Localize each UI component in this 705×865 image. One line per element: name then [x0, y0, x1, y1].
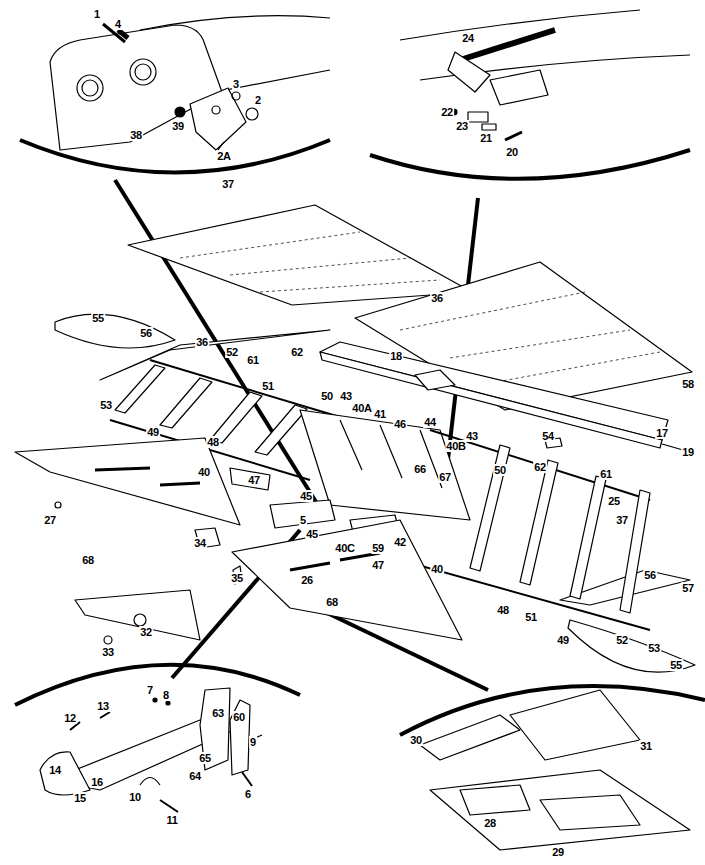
callout-number: 55: [669, 659, 683, 671]
callout-number: 41: [373, 408, 387, 420]
callout-number: 16: [90, 776, 104, 788]
callout-number: 2A: [216, 150, 231, 162]
callout-number: 29: [551, 846, 565, 858]
callout-number: 20: [505, 146, 519, 158]
callout-number: 52: [225, 346, 239, 358]
callout-number: 38: [129, 129, 143, 141]
callout-number: 32: [139, 626, 153, 638]
callout-number: 35: [230, 572, 244, 584]
callout-number: 52: [615, 634, 629, 646]
callout-number: 45: [305, 528, 319, 540]
callout-number: 60: [232, 711, 246, 723]
callout-number: 40A: [351, 402, 372, 414]
callout-number: 11: [165, 814, 178, 826]
callout-number: 53: [99, 399, 113, 411]
callout-number: 40: [430, 563, 444, 575]
callout-number: 51: [524, 611, 538, 623]
callout-number: 48: [496, 604, 510, 616]
callout-number: 63: [211, 707, 225, 719]
callout-number: 47: [371, 559, 385, 571]
callout-number: 7: [146, 684, 154, 696]
callout-number: 12: [63, 712, 77, 724]
callout-number: 21: [479, 132, 493, 144]
callout-number: 27: [43, 514, 57, 526]
callout-number: 67: [438, 471, 452, 483]
callout-number: 50: [493, 464, 507, 476]
callout-number: 40: [197, 466, 211, 478]
inset-attach-fitting: [15, 665, 300, 812]
callout-number: 44: [423, 416, 437, 428]
callout-number: 51: [261, 380, 275, 392]
callout-number: 62: [290, 346, 304, 358]
callout-number: 6: [244, 788, 252, 800]
callout-number: 9: [249, 736, 257, 748]
callout-number: 42: [393, 536, 407, 548]
callout-number: 10: [128, 791, 142, 803]
callout-number: 39: [171, 120, 185, 132]
callout-number: 19: [681, 446, 695, 458]
callout-number: 31: [639, 740, 653, 752]
callout-number: 33: [101, 646, 115, 658]
callout-number: 25: [607, 495, 621, 507]
callout-number: 48: [206, 436, 220, 448]
callout-number: 61: [246, 354, 260, 366]
callout-number: 2: [254, 94, 262, 106]
callout-number: 47: [247, 474, 261, 486]
inset-flap-actuator: [370, 10, 690, 179]
callout-number: 36: [195, 336, 209, 348]
callout-number: 54: [541, 430, 555, 442]
callout-number: 1: [93, 8, 101, 20]
callout-number: 14: [48, 764, 62, 776]
callout-number: 37: [615, 514, 629, 526]
callout-number: 23: [455, 120, 469, 132]
callout-number: 49: [556, 634, 570, 646]
callout-number: 5: [299, 514, 307, 526]
callout-number: 43: [339, 390, 353, 402]
callout-number: 37: [221, 178, 235, 190]
callout-number: 8: [162, 689, 170, 701]
callout-number: 58: [681, 378, 695, 390]
callout-number: 28: [483, 817, 497, 829]
callout-number: 3: [232, 78, 240, 90]
callout-number: 45: [299, 490, 313, 502]
callout-number: 30: [409, 734, 423, 746]
callout-number: 68: [81, 554, 95, 566]
callout-number: 40B: [445, 440, 466, 452]
callout-number: 59: [371, 542, 385, 554]
callout-number: 22: [440, 106, 454, 118]
callout-number: 36: [430, 292, 444, 304]
callout-number: 65: [198, 752, 212, 764]
callout-number: 66: [413, 463, 427, 475]
callout-number: 62: [533, 461, 547, 473]
callout-number: 15: [73, 792, 87, 804]
callout-number: 55: [91, 312, 105, 324]
callout-number: 50: [320, 390, 334, 402]
callout-number: 49: [146, 426, 160, 438]
callout-number: 26: [300, 574, 314, 586]
callout-number: 4: [114, 18, 122, 30]
callout-number: 40C: [334, 542, 355, 554]
callout-number: 13: [96, 700, 110, 712]
callout-number: 61: [599, 468, 613, 480]
callout-number: 64: [188, 770, 202, 782]
inset-hinge-bracket: [20, 16, 330, 173]
inset-access-panels: [400, 686, 705, 850]
callout-number: 68: [325, 596, 339, 608]
callout-number: 17: [655, 427, 669, 439]
callout-number: 43: [465, 430, 479, 442]
callout-number: 34: [193, 537, 207, 549]
callout-number: 18: [389, 350, 403, 362]
callout-number: 46: [393, 418, 407, 430]
callout-number: 24: [461, 32, 475, 44]
callout-number: 56: [139, 327, 153, 339]
callout-number: 53: [647, 642, 661, 654]
callout-number: 57: [681, 582, 695, 594]
callout-number: 56: [643, 569, 657, 581]
center-section: [270, 410, 470, 540]
lower-skins: [15, 438, 462, 644]
